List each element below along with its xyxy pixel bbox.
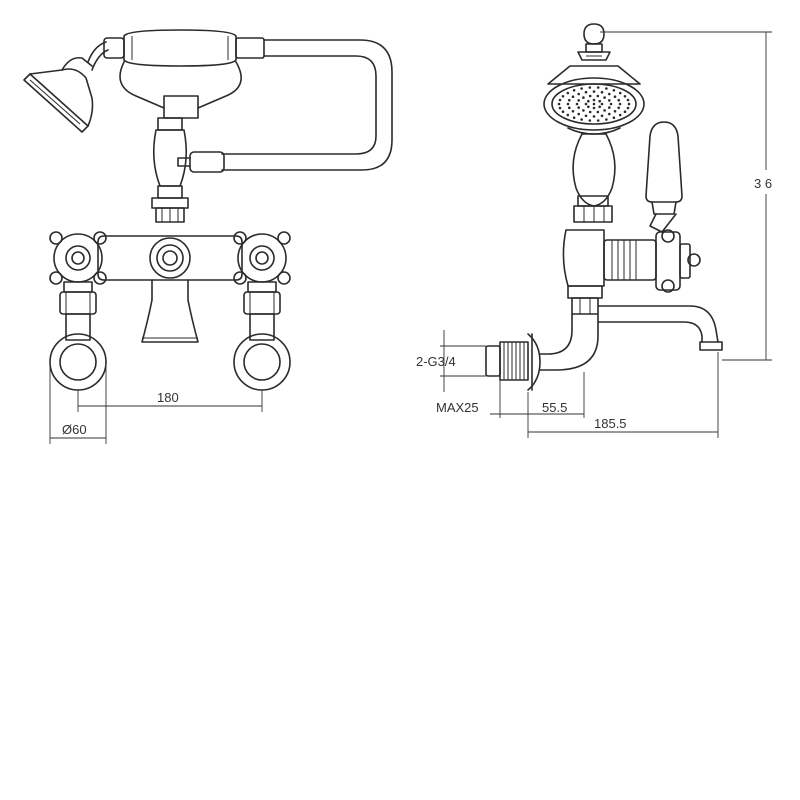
nozzle-dot xyxy=(608,106,611,109)
nozzle-dot xyxy=(577,92,580,96)
nozzle-dot xyxy=(571,95,575,98)
nozzle-dot xyxy=(596,110,600,114)
nozzle-dot xyxy=(608,112,611,116)
nozzle-dot xyxy=(596,119,600,122)
side-threaded-inlet xyxy=(485,341,529,381)
nozzle-dot xyxy=(592,90,596,93)
nozzle-dot xyxy=(608,99,611,102)
front-left-handle xyxy=(49,231,107,341)
nozzle-dot xyxy=(566,113,570,117)
nozzle-dot xyxy=(561,110,565,113)
nozzle-dot xyxy=(587,105,590,109)
nozzle-dot xyxy=(623,110,627,113)
nozzle-dot xyxy=(605,118,608,121)
nozzle-dot xyxy=(605,87,608,90)
wall-to-body-label: 55.5 xyxy=(542,400,567,415)
dimension-height: 3 6 xyxy=(600,31,776,361)
nozzle-dot xyxy=(596,94,600,98)
nozzle-dot xyxy=(568,98,571,102)
spout-reach-label: 185.5 xyxy=(594,416,627,431)
nozzle-dot xyxy=(609,102,613,106)
nozzle-dot xyxy=(572,116,576,119)
nozzle-dot xyxy=(558,106,562,110)
nozzle-dot xyxy=(617,98,620,102)
front-handset xyxy=(103,29,265,67)
front-view: 180 Ø60 xyxy=(23,29,393,444)
side-view: 3 6 2-G3/4 MAX25 55.5 185.5 xyxy=(416,23,776,438)
shower-nozzles xyxy=(557,86,631,122)
dimension-inlet-thread: 2-G3/4 xyxy=(416,330,486,392)
nozzle-dot xyxy=(612,89,616,92)
nozzle-dot xyxy=(598,105,601,109)
nozzle-dot xyxy=(592,115,596,118)
nozzle-dot xyxy=(588,110,592,114)
nozzle-dot xyxy=(626,98,630,102)
nozzle-dot xyxy=(618,102,622,106)
dimension-max-depth: MAX25 xyxy=(436,380,538,418)
front-right-handle xyxy=(233,231,291,341)
nozzle-dot xyxy=(603,96,606,99)
nozzle-dot xyxy=(617,106,620,110)
side-spout xyxy=(597,305,723,351)
side-lever xyxy=(645,121,683,233)
nozzle-dot xyxy=(582,96,585,99)
front-diverter xyxy=(151,117,189,223)
dimension-spout-reach: 185.5 xyxy=(527,352,719,438)
nozzle-dot xyxy=(577,112,580,116)
inlet-thread-label: 2-G3/4 xyxy=(416,354,456,369)
nozzle-dot xyxy=(592,106,596,110)
nozzle-dot xyxy=(571,110,575,113)
nozzle-dot xyxy=(584,114,588,118)
nozzle-dot xyxy=(608,92,611,96)
flange-diameter-label: Ø60 xyxy=(62,422,87,437)
nozzle-dot xyxy=(618,113,622,117)
nozzle-dot xyxy=(603,109,606,112)
dimension-flange-diameter: Ø60 xyxy=(49,362,107,444)
dimension-wall-to-body: 55.5 xyxy=(528,372,585,418)
nozzle-dot xyxy=(558,98,562,102)
nozzle-dot xyxy=(557,102,561,106)
nozzle-dot xyxy=(568,106,571,110)
dimension-spacing: 180 xyxy=(77,390,263,412)
nozzle-dot xyxy=(598,99,601,103)
nozzle-dot xyxy=(584,90,588,94)
nozzle-dot xyxy=(566,102,570,106)
nozzle-dot xyxy=(588,94,592,98)
side-cross-handle xyxy=(655,229,701,293)
nozzle-dot xyxy=(592,98,596,102)
front-shower-head xyxy=(23,56,94,133)
nozzle-dot xyxy=(618,91,622,95)
front-left-flange xyxy=(49,333,107,391)
nozzle-dot xyxy=(580,118,583,121)
nozzle-dot xyxy=(612,116,616,119)
side-shower-head xyxy=(543,65,645,135)
nozzle-dot xyxy=(626,106,630,110)
nozzle-dot xyxy=(627,102,631,106)
nozzle-dot xyxy=(580,87,583,90)
nozzle-dot xyxy=(577,106,580,109)
nozzle-dot xyxy=(600,102,604,106)
nozzle-dot xyxy=(600,90,604,94)
height-label: 3 6 xyxy=(754,176,772,191)
nozzle-dot xyxy=(577,99,580,102)
nozzle-dot xyxy=(561,95,565,98)
nozzle-dot xyxy=(600,114,604,118)
nozzle-dot xyxy=(623,95,627,98)
nozzle-dot xyxy=(566,91,570,95)
nozzle-dot xyxy=(582,109,585,112)
nozzle-dot xyxy=(588,86,592,89)
front-right-flange xyxy=(233,333,291,391)
nozzle-dot xyxy=(613,95,617,98)
nozzle-dot xyxy=(572,89,576,92)
nozzle-dot xyxy=(584,102,588,106)
nozzle-dot xyxy=(575,102,579,106)
nozzle-dot xyxy=(596,86,600,89)
max-depth-label: MAX25 xyxy=(436,400,479,415)
spacing-label: 180 xyxy=(157,390,179,405)
nozzle-dot xyxy=(587,99,590,103)
nozzle-dot xyxy=(588,119,592,122)
nozzle-dot xyxy=(592,102,596,106)
nozzle-dot xyxy=(613,110,617,113)
